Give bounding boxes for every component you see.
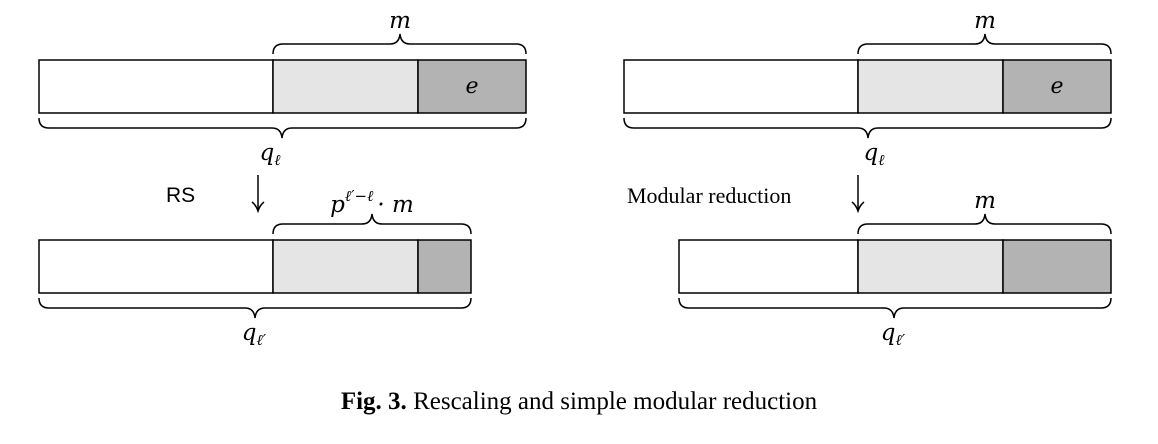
left-bottom-q-brace (38, 297, 472, 319)
left-top-m-brace (272, 33, 527, 55)
right-top-q-brace (623, 117, 1112, 139)
right-bottom-dark-segment (1002, 239, 1112, 294)
left-bottom-pm-label: pℓ′−ℓ· m (330, 187, 414, 218)
left-top-q-label: qℓ (260, 140, 281, 169)
right-top-white-segment (623, 59, 859, 114)
left-bottom-q-label: qℓ′ (242, 320, 267, 349)
left-bottom-white-segment (38, 239, 274, 294)
right-bottom-q-label: qℓ′ (881, 320, 906, 349)
right-top-e-label: e (1050, 74, 1063, 99)
figure-caption: Fig. 3. Rescaling and simple modular red… (0, 388, 1158, 416)
right-top-m-label: m (974, 8, 996, 34)
left-top-white-segment (38, 59, 274, 114)
left-top-light-segment (272, 59, 419, 114)
right-bottom-light-segment (857, 239, 1004, 294)
right-top-light-segment (857, 59, 1004, 114)
right-bottom-m-label: m (974, 188, 996, 214)
figure-caption-text: Rescaling and simple modular reduction (406, 388, 818, 415)
right-bottom-m-brace (857, 213, 1112, 235)
right-top-m-brace (857, 33, 1112, 55)
left-panel: m e qℓ RS pℓ′−ℓ· m qℓ′ (38, 8, 527, 349)
figure-caption-label: Fig. 3. (340, 388, 407, 415)
left-bottom-dark-segment (417, 239, 472, 294)
right-bottom-white-segment (678, 239, 859, 294)
right-arrow-label: Modular reduction (627, 183, 791, 208)
right-panel: m e qℓ Modular reduction m qℓ′ (623, 8, 1112, 349)
right-down-arrow-icon (851, 175, 865, 214)
left-bottom-light-segment (272, 239, 419, 294)
left-down-arrow-icon (251, 175, 265, 214)
left-arrow-label: RS (166, 184, 195, 207)
left-bottom-pm-brace (272, 213, 472, 235)
left-top-m-label: m (389, 8, 411, 34)
left-top-dark-segment (417, 59, 527, 114)
left-top-e-label: e (465, 74, 478, 99)
right-top-dark-segment (1002, 59, 1112, 114)
right-top-q-label: qℓ (864, 140, 885, 169)
left-top-q-brace (38, 117, 527, 139)
right-bottom-q-brace (678, 297, 1112, 319)
